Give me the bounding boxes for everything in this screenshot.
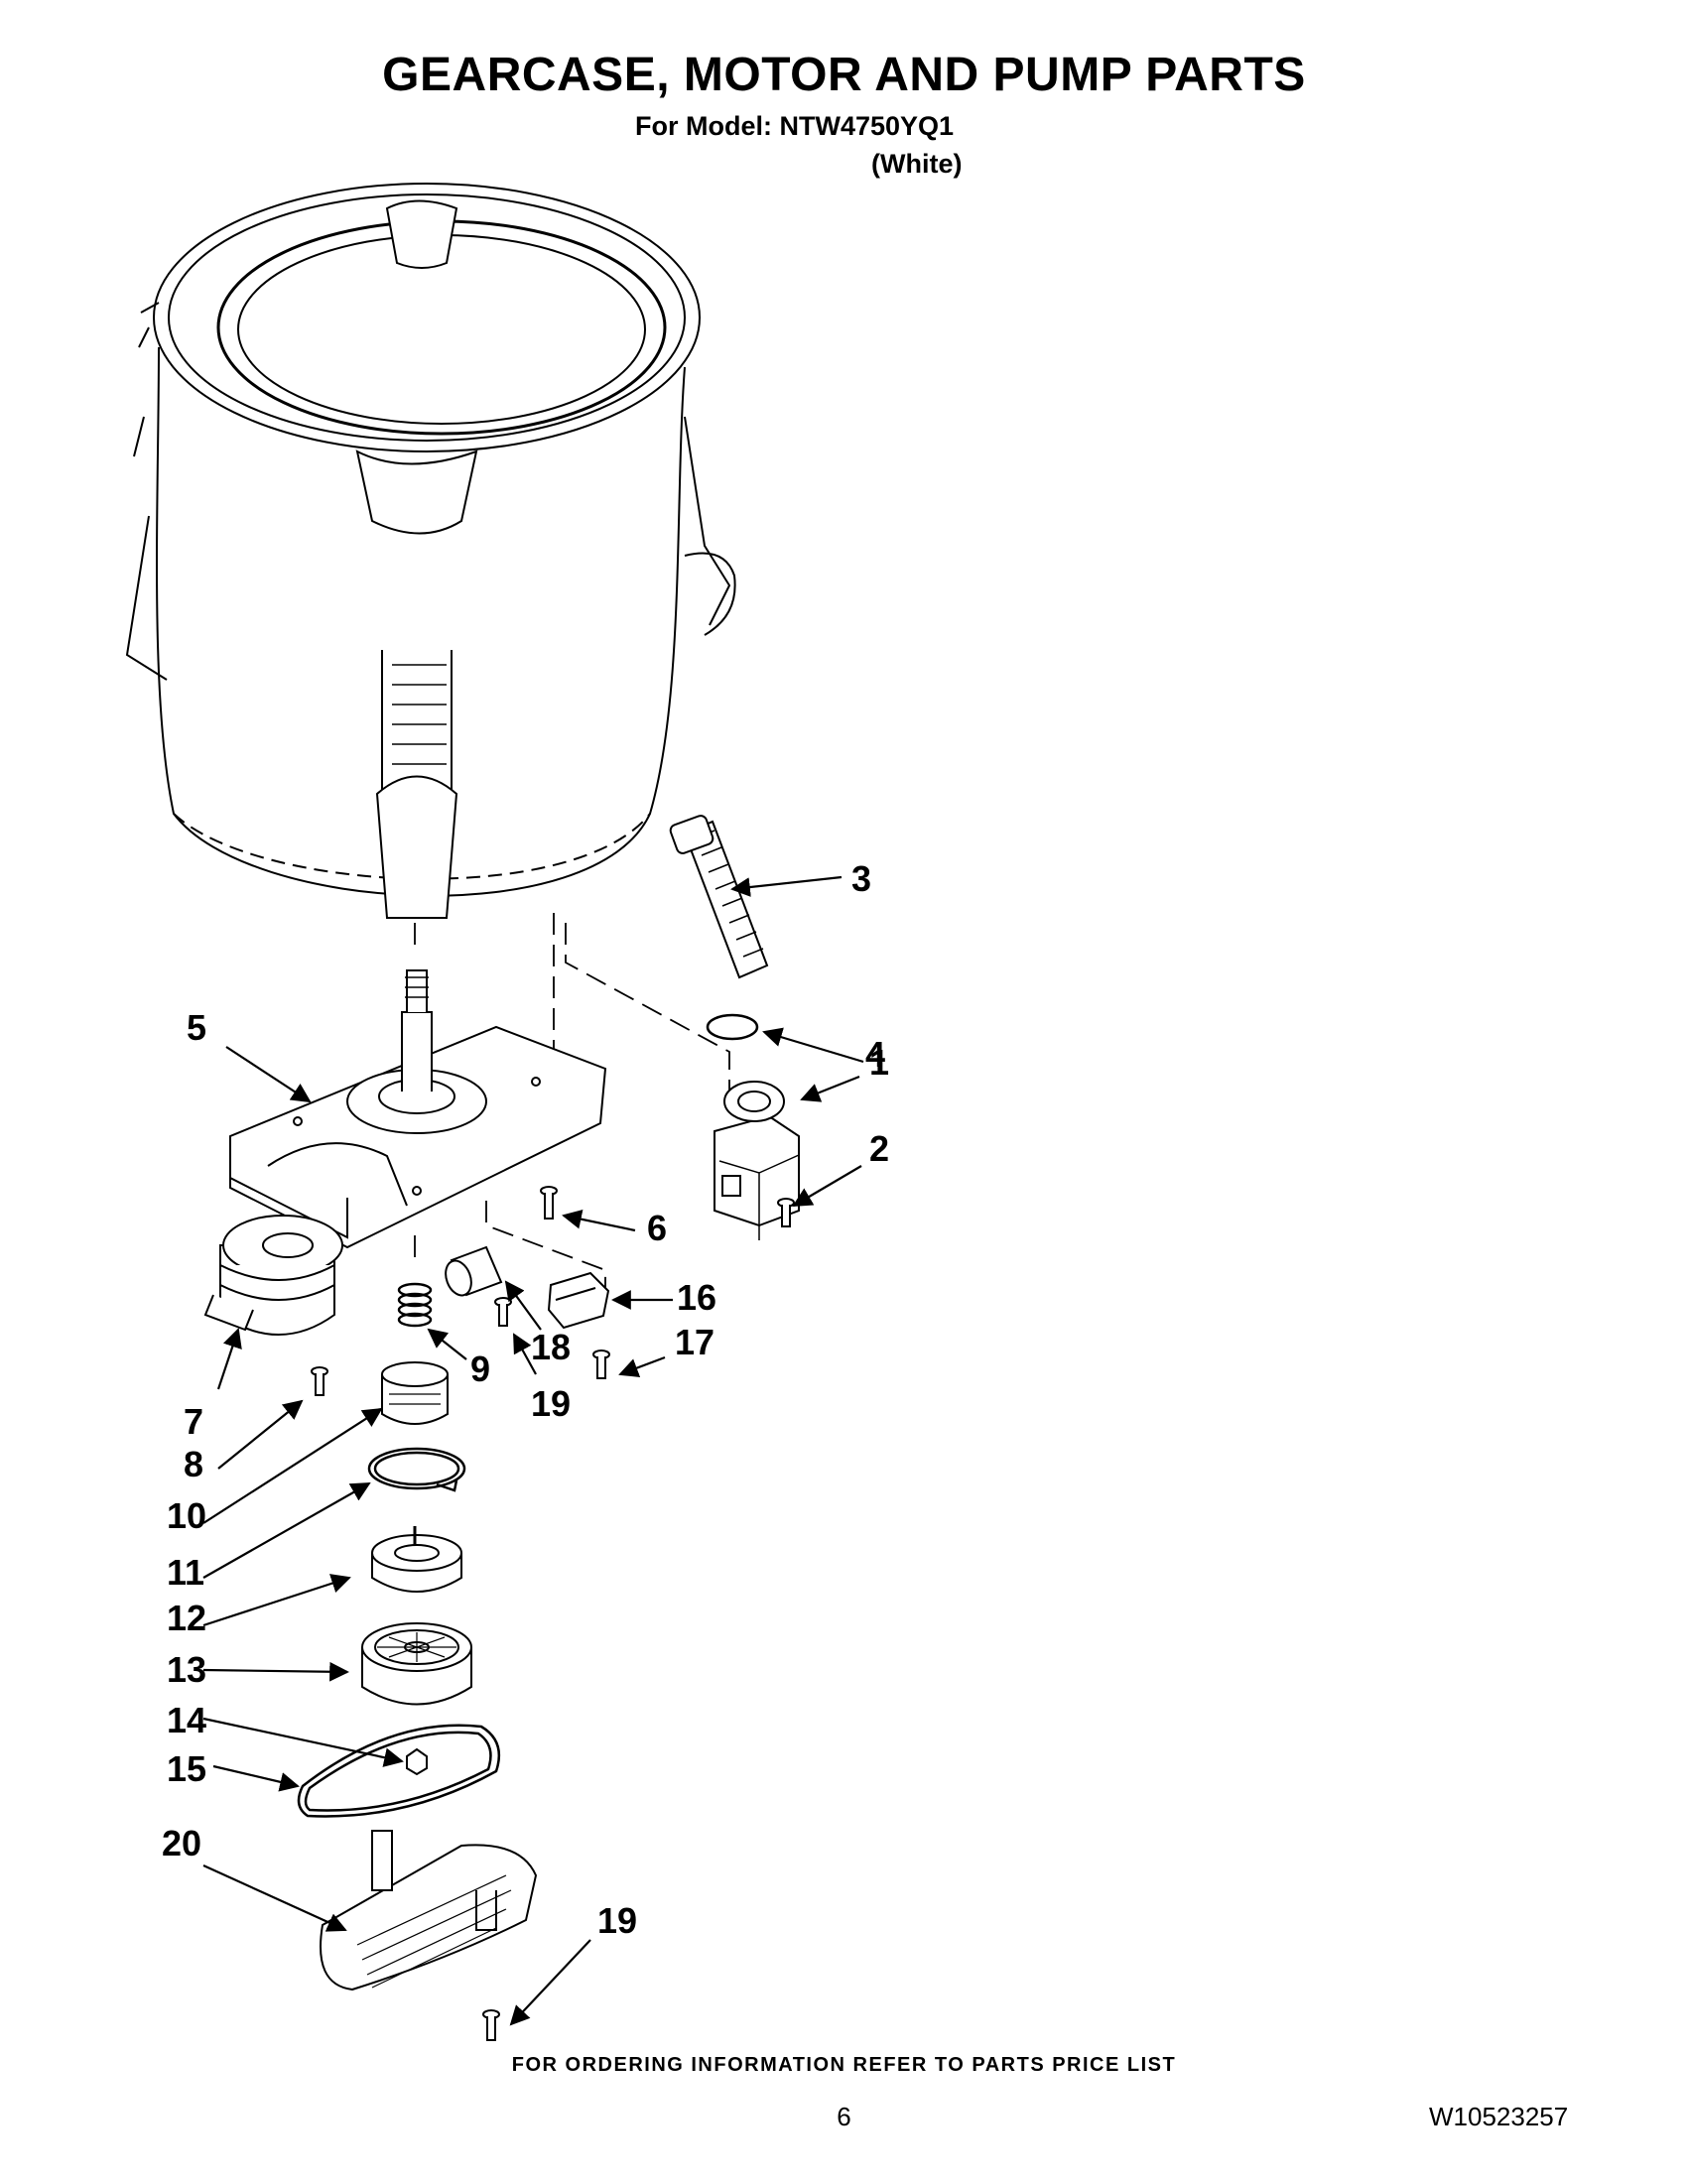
callout-9: 9 (470, 1349, 490, 1389)
screw-19-lower (482, 2009, 500, 2041)
hose-clamp (706, 1013, 759, 1041)
outer-tub (125, 183, 736, 919)
callout-4: 4 (865, 1034, 885, 1075)
screw-8 (311, 1366, 328, 1396)
callout-18: 18 (531, 1327, 571, 1367)
screw-19-upper (494, 1297, 512, 1327)
callout-2: 2 (869, 1128, 889, 1169)
callout-3: 3 (851, 858, 871, 899)
drain-hose (669, 815, 769, 979)
callout-15: 15 (167, 1748, 206, 1789)
shift-cam (371, 1526, 462, 1593)
page-title: GEARCASE, MOTOR AND PUMP PARTS (382, 49, 1306, 101)
drive-pulley (361, 1622, 472, 1706)
page-number: 6 (837, 2102, 851, 2131)
callout-19-lower: 19 (597, 1900, 637, 1941)
lid-switch (547, 1271, 610, 1330)
model-color: (White) (871, 149, 963, 179)
ordering-note: FOR ORDERING INFORMATION REFER TO PARTS … (511, 2054, 1177, 2076)
gearcase-shield (320, 1830, 538, 1991)
capacitor (445, 1245, 503, 1297)
screw-17 (592, 1349, 610, 1379)
callout-7: 7 (184, 1401, 203, 1442)
callout-12: 12 (167, 1598, 206, 1638)
callout-11: 11 (167, 1552, 204, 1593)
drive-belt (297, 1724, 501, 1818)
callout-6: 6 (647, 1208, 667, 1248)
callout-10: 10 (167, 1495, 206, 1536)
drain-pump (714, 1081, 800, 1240)
screw-6 (540, 1186, 558, 1220)
pulley-nut (406, 1747, 428, 1776)
callout-5: 5 (187, 1007, 206, 1048)
callout-8: 8 (184, 1444, 203, 1484)
clutch-ring (367, 1447, 466, 1492)
callout-17: 17 (675, 1322, 714, 1362)
callout-14: 14 (167, 1700, 206, 1740)
gearcase-transmission (229, 969, 607, 1249)
callout-13: 13 (167, 1649, 206, 1690)
model-number: For Model: NTW4750YQ1 (635, 111, 955, 141)
callout-leaders (202, 875, 864, 2026)
callout-20: 20 (162, 1823, 201, 1863)
callout-numbers: 3 4 1 2 5 6 7 8 9 10 11 12 13 14 15 16 1… (162, 858, 889, 1941)
clutch-spring (397, 1282, 433, 1328)
document-number: W10523257 (1429, 2102, 1569, 2131)
clutch-drum (381, 1361, 449, 1425)
callout-1: 1 (869, 1042, 889, 1083)
callout-16: 16 (677, 1277, 716, 1318)
callout-19-upper: 19 (531, 1383, 571, 1424)
drive-motor (203, 1215, 343, 1336)
